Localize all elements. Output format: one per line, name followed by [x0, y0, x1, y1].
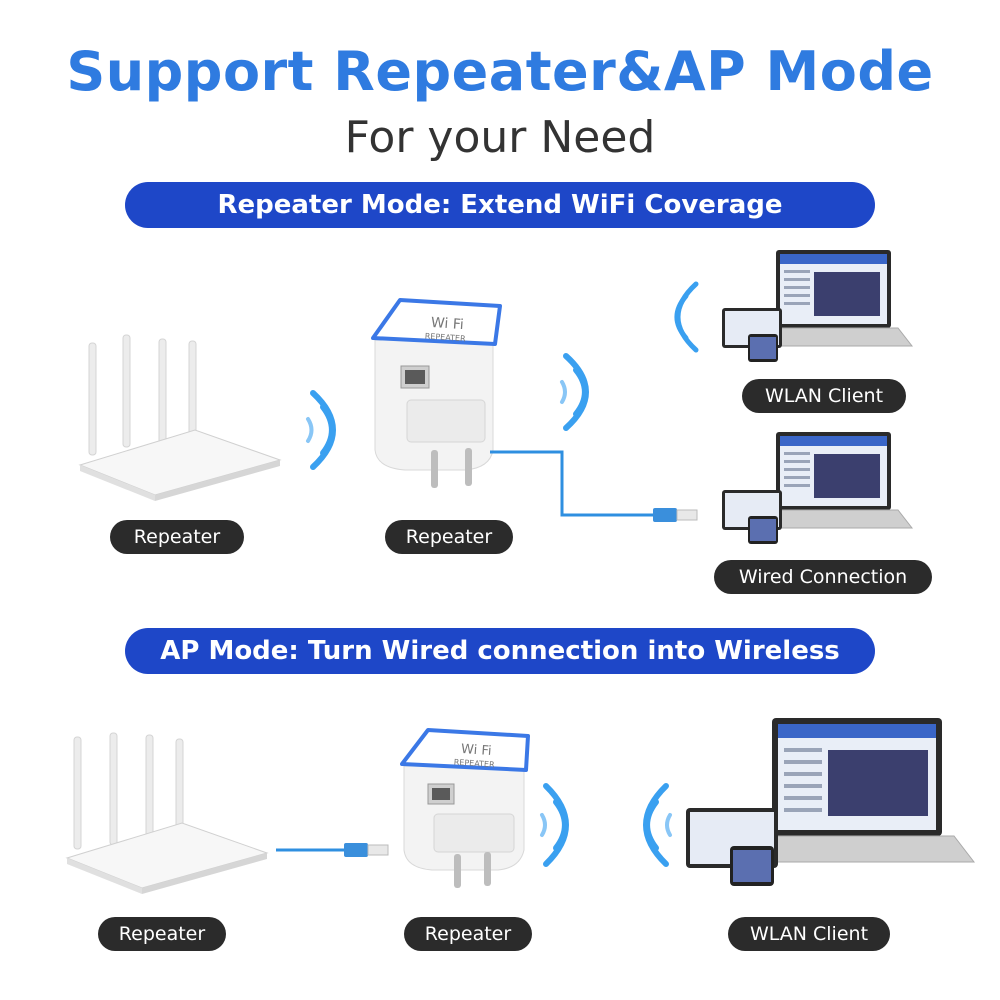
- ethernet-cable-image: [490, 450, 698, 522]
- wlan-client-label: WLAN Client: [728, 917, 890, 951]
- svg-text:Wi Fi: Wi Fi: [430, 315, 464, 333]
- repeater-device-image: Wi Fi REPEATER: [371, 298, 502, 488]
- wlan-client-label: WLAN Client: [742, 379, 906, 413]
- repeater-label: Repeater: [385, 520, 513, 554]
- wifi-signal-icon: [540, 783, 569, 867]
- repeater-mode-banner: Repeater Mode: Extend WiFi Coverage: [125, 182, 875, 228]
- router-label: Repeater: [110, 520, 244, 554]
- svg-text:REPEATER: REPEATER: [453, 758, 495, 770]
- router-image: [78, 334, 282, 501]
- wifi-signal-icon: [560, 353, 589, 431]
- svg-text:REPEATER: REPEATER: [424, 332, 466, 344]
- wifi-signal-icon: [643, 783, 672, 867]
- wifi-signal-icon: [306, 390, 336, 470]
- ethernet-cable-image: [276, 843, 389, 857]
- wlan-client-devices-image: [722, 250, 914, 362]
- wired-connection-label: Wired Connection: [714, 560, 932, 594]
- wifi-signal-icon: [674, 281, 699, 353]
- svg-text:Wi Fi: Wi Fi: [461, 742, 492, 759]
- ap-mode-banner: AP Mode: Turn Wired connection into Wire…: [125, 628, 875, 674]
- router-image: [65, 732, 269, 894]
- wlan-client-devices-image: [686, 718, 976, 886]
- repeater-label: Repeater: [404, 917, 532, 951]
- router-label: Repeater: [98, 917, 226, 951]
- wired-client-devices-image: [722, 432, 914, 544]
- page-subtitle: For your Need: [344, 112, 656, 163]
- page-title: Support Repeater&AP Mode: [66, 40, 934, 103]
- repeater-device-image: Wi Fi REPEATER: [400, 728, 530, 888]
